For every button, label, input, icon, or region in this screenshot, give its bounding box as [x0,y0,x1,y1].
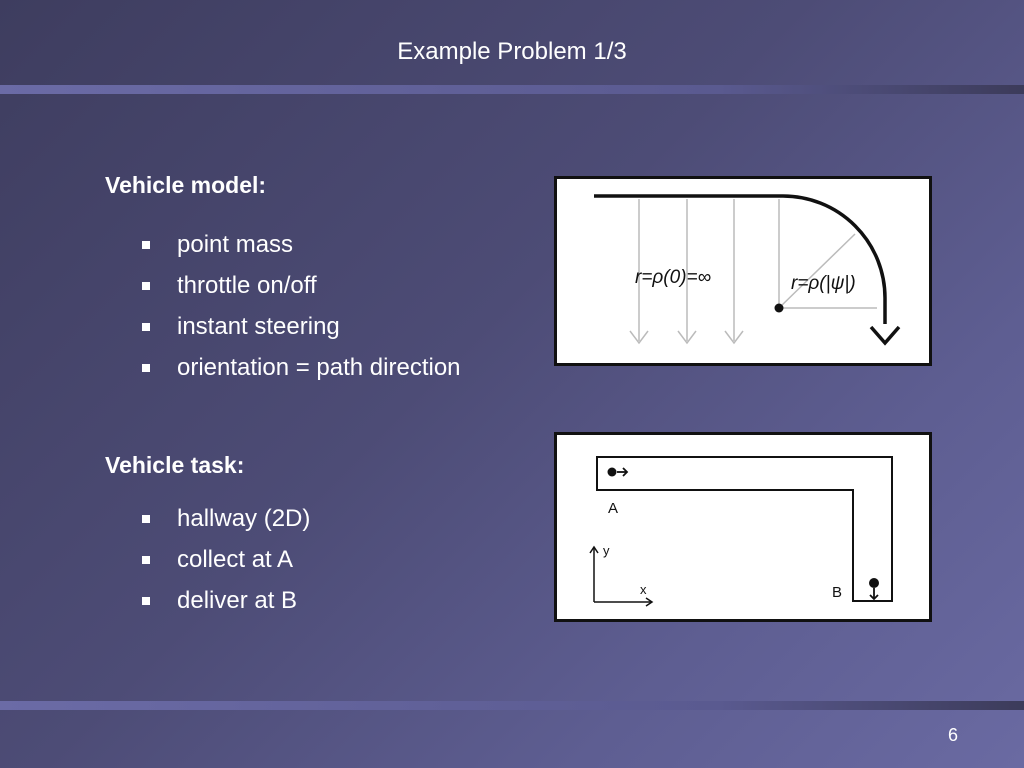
vehicle-model-heading: Vehicle model: [105,172,267,198]
end-direction-arrow-icon [869,588,879,601]
hallway-figure: A B y x [554,432,932,622]
point-b-label: B [832,584,842,601]
list-item: instant steering [140,312,461,353]
axes [589,545,654,607]
turn-radius-label: r=ρ(|ψ|) [791,273,856,294]
bullet-square-icon [142,323,150,331]
bullet-square-icon [142,556,150,564]
list-item: deliver at B [140,586,310,627]
title-divider [0,85,1024,94]
steering-diagram: r=ρ(0)=∞ r=ρ(|ψ|) [594,194,901,346]
start-point-a [607,467,617,477]
list-item: collect at A [140,545,310,586]
bullet-square-icon [142,597,150,605]
bullet-square-icon [142,282,150,290]
turn-arrow-icon [869,325,901,346]
vehicle-task-list: hallway (2D) collect at A deliver at B [140,504,310,627]
list-item: throttle on/off [140,271,461,312]
list-item: point mass [140,230,461,271]
slide-title: Example Problem 1/3 [397,38,627,65]
end-point-b [869,578,879,588]
list-item: hallway (2D) [140,504,310,545]
hallway-outline [596,456,893,602]
point-a-label: A [608,500,618,517]
list-item: orientation = path direction [140,353,461,394]
bullet-square-icon [142,364,150,372]
footer-divider [0,701,1024,710]
hallway-diagram: A B y x [589,456,893,607]
axis-x-label: x [640,582,647,597]
start-direction-arrow-icon [617,467,629,477]
vehicle-model-list: point mass throttle on/off instant steer… [140,230,461,394]
turn-center-point [774,303,784,313]
straight-path-arrows [629,199,877,345]
turning-path [594,194,887,324]
steering-figure: r=ρ(0)=∞ r=ρ(|ψ|) [554,176,932,366]
vehicle-task-heading: Vehicle task: [105,452,245,478]
axis-y-label: y [603,543,610,558]
straight-radius-label: r=ρ(0)=∞ [635,267,711,288]
bullet-square-icon [142,515,150,523]
bullet-square-icon [142,241,150,249]
page-number: 6 [947,725,958,745]
